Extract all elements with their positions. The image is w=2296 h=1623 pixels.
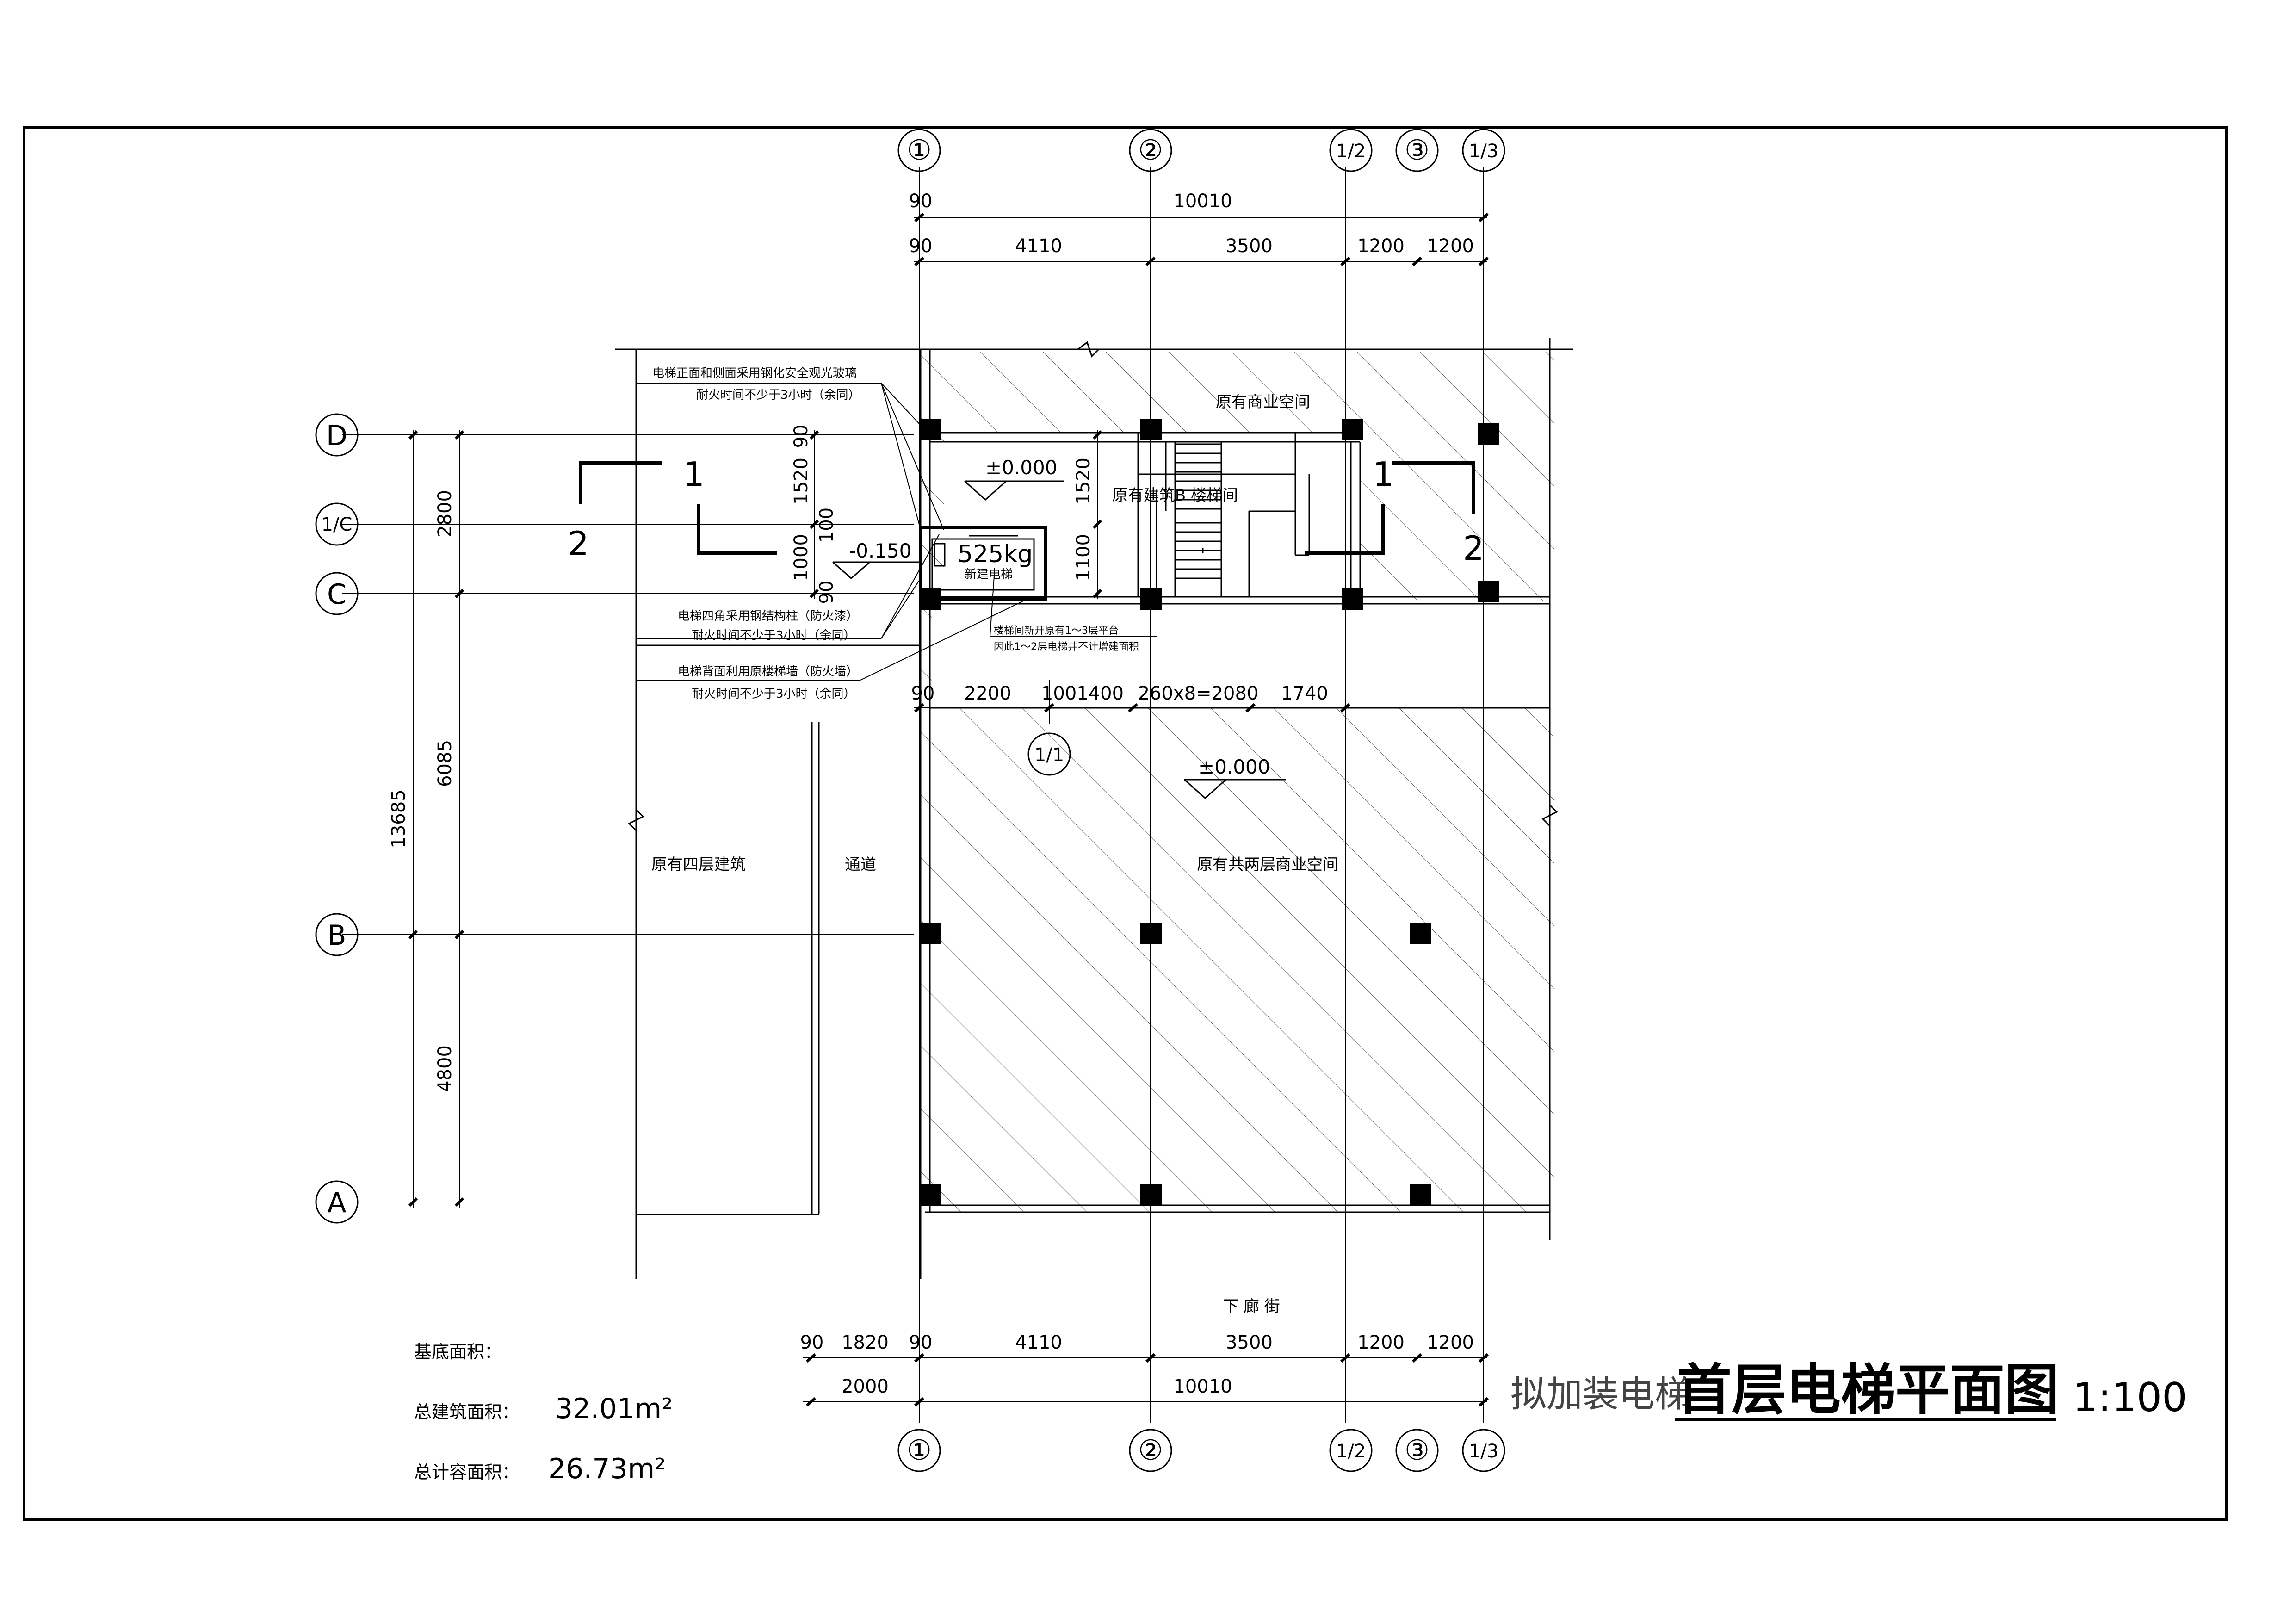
dim-bot-1200a: 1200: [1357, 1332, 1405, 1353]
dim-top-1200a: 1200: [1357, 235, 1405, 257]
level-stair: ±0.000: [985, 456, 1057, 479]
dim-mid-2080: 260x8=2080: [1138, 683, 1259, 704]
axis-label-bottom-1: ①: [907, 1434, 932, 1467]
dim-left-6085: 6085: [434, 740, 456, 787]
axis-label-top-3: ③: [1405, 134, 1430, 167]
dim-shaft-r1100: 1100: [1073, 534, 1094, 581]
axis-label-top-1: ①: [907, 134, 932, 167]
dim-shaft-r1520: 1520: [1073, 458, 1094, 505]
note-leaders: [636, 383, 1157, 681]
axis-label-bottom-1-2: 1/2: [1336, 1441, 1366, 1462]
drawing-frame: [23, 126, 2228, 1521]
room-four-story: 原有四层建筑: [651, 855, 746, 874]
title-sub: 拟加装电梯: [1510, 1374, 1691, 1415]
axis-label-bottom-2: ②: [1138, 1434, 1163, 1467]
dim-left-13685: 13685: [388, 789, 409, 848]
section-markers: [579, 461, 1475, 555]
dim-bot-2000: 2000: [842, 1376, 889, 1397]
level-markers: [832, 480, 1286, 799]
axis-label-1c: 1/C: [322, 514, 353, 535]
axis-bubbles: [315, 129, 1505, 1472]
dim-shaft-1000: 1000: [791, 534, 812, 581]
section-num-1-left: 1: [683, 455, 705, 494]
elevator-name: 新建电梯: [965, 568, 1013, 582]
area-far-label: 总计容面积：: [414, 1462, 520, 1482]
dim-bot-10010: 10010: [1173, 1376, 1232, 1397]
note-4a: 楼梯间新开原有1～3层平台: [994, 625, 1119, 637]
area-base-label: 基底面积：: [414, 1342, 502, 1362]
axis-label-top-2: ②: [1138, 134, 1163, 167]
dim-top-90b: 90: [909, 235, 933, 257]
dim-left-4800: 4800: [434, 1045, 456, 1092]
grid-lines-horizontal: [342, 434, 914, 1202]
room-two-story: 原有共两层商业空间: [1197, 855, 1338, 874]
dim-bot-1820: 1820: [842, 1332, 889, 1353]
axis-label-d: D: [326, 420, 347, 452]
dim-top-10010: 10010: [1173, 191, 1232, 212]
elevator-load: 525kg: [958, 540, 1033, 568]
area-total-label: 总建筑面积：: [414, 1402, 520, 1422]
note-2b: 耐火时间不少于3小时（余同）: [692, 629, 856, 643]
section-num-2-left: 2: [568, 524, 589, 563]
dim-shaft-100: 100: [816, 508, 837, 543]
axis-label-bottom-1-3: 1/3: [1469, 1441, 1498, 1462]
dim-mid-2200: 2200: [964, 683, 1011, 704]
break-marks: [628, 341, 1558, 831]
dim-bot-90a: 90: [800, 1332, 824, 1353]
elevator-shaft: [919, 526, 1047, 601]
stair: [1137, 432, 1310, 597]
room-commercial-top: 原有商业空间: [1216, 393, 1310, 411]
note-1a: 电梯正面和侧面采用钢化安全观光玻璃: [652, 366, 857, 380]
dim-bot-1200b: 1200: [1427, 1332, 1474, 1353]
room-passage: 通道: [845, 855, 876, 874]
level-shaft: -0.150: [849, 539, 911, 562]
note-4b: 因此1～2层电梯井不计增建面积: [994, 641, 1139, 653]
room-stair: 原有建筑B 楼梯间: [1112, 486, 1238, 505]
dim-shaft-1520: 1520: [791, 458, 812, 505]
dim-top-1200b: 1200: [1427, 235, 1474, 257]
axis-label-top-1-2: 1/2: [1336, 141, 1366, 162]
dim-bot-4110: 4110: [1015, 1332, 1062, 1353]
axis-label-c: C: [327, 578, 347, 611]
dim-mid-1740: 1740: [1281, 683, 1328, 704]
dim-top-90a: 90: [909, 191, 933, 212]
note-1b: 耐火时间不少于3小时（余同）: [696, 388, 860, 402]
grid-lines-vertical: [811, 167, 1484, 1423]
dim-top-3500: 3500: [1225, 235, 1273, 257]
note-3b: 耐火时间不少于3小时（余同）: [692, 687, 856, 701]
dimension-ticks: [408, 212, 1489, 1407]
dim-left-2800: 2800: [434, 490, 456, 537]
dim-shaft-90b: 90: [816, 581, 837, 604]
note-2a: 电梯四角采用钢结构柱（防火漆）: [678, 609, 858, 623]
dimension-lines: [413, 217, 1487, 1402]
dim-bot-3500: 3500: [1225, 1332, 1273, 1353]
dim-bot-90b: 90: [909, 1332, 933, 1353]
dim-mid-90: 90: [911, 683, 935, 704]
axis-label-1-1: 1/1: [1034, 744, 1064, 766]
axis-label-a: A: [327, 1187, 346, 1219]
level-ground: ±0.000: [1198, 756, 1270, 778]
area-total-value: 32.01m²: [555, 1393, 673, 1425]
hatch-area-bottom: [921, 708, 1554, 1212]
dim-top-4110: 4110: [1015, 235, 1062, 257]
axis-label-b: B: [327, 919, 346, 952]
title-scale: 1:100: [2073, 1375, 2187, 1421]
dim-shaft-90a: 90: [791, 425, 812, 448]
dim-mid-1001400: 1001400: [1041, 683, 1124, 704]
note-3a: 电梯背面利用原楼梯墙（防火墙）: [678, 665, 858, 679]
section-num-1-right: 1: [1373, 455, 1394, 494]
section-num-2-right: 2: [1463, 529, 1484, 568]
axis-label-bottom-3: ③: [1405, 1434, 1430, 1467]
area-far-value: 26.73m²: [548, 1453, 666, 1485]
page-title: 首层电梯平面图: [1677, 1358, 2059, 1422]
axis-label-top-1-3: 1/3: [1469, 141, 1498, 162]
street-label: 下 廊 街: [1223, 1297, 1280, 1316]
